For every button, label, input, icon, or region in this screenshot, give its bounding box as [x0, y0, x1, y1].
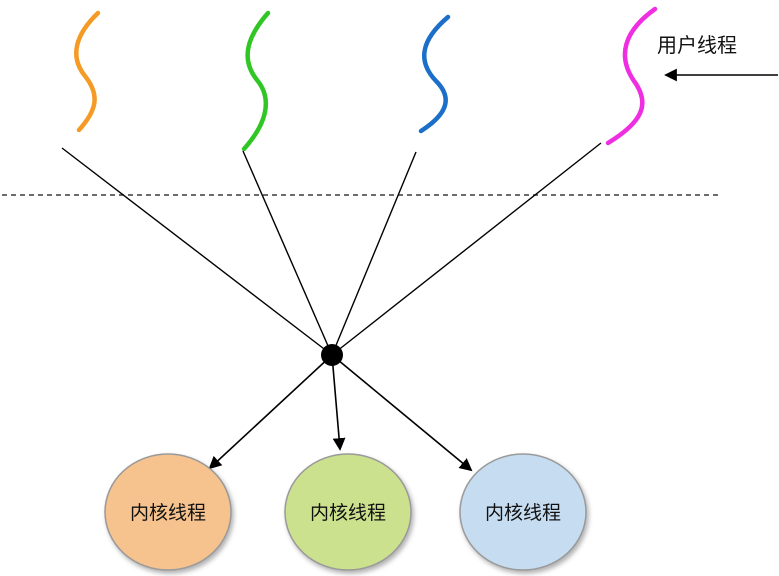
user-thread-squiggle-1 — [74, 10, 101, 133]
kernel-thread-circle-2 — [284, 453, 412, 571]
kernel-thread-node-2: 内核线程 — [284, 453, 412, 571]
kernel-thread-label-1: 内核线程 — [130, 502, 206, 524]
kernel-thread-label-3: 内核线程 — [485, 502, 561, 524]
user-thread-squiggle-3 — [418, 14, 451, 134]
kernel-thread-circle-1 — [104, 453, 232, 571]
arrow-to-kernel-thread-2 — [331, 354, 346, 451]
kernel-thread-node-3: 内核线程 — [459, 453, 587, 571]
connector-user-thread-2 — [242, 150, 333, 356]
kernel-thread-circle-3 — [459, 453, 587, 571]
arrow-to-kernel-thread-3 — [331, 354, 473, 472]
kernel-thread-node-1: 内核线程 — [104, 453, 232, 571]
connector-user-thread-3 — [331, 151, 417, 356]
user-thread-squiggle-4 — [605, 6, 658, 146]
user-thread-squiggle-2 — [241, 10, 271, 152]
kernel-thread-label-2: 内核线程 — [310, 502, 386, 524]
connector-user-thread-4 — [331, 142, 602, 356]
user-thread-label: 用户线程 — [657, 34, 737, 57]
arrow-to-kernel-thread-1 — [208, 354, 333, 470]
connector-user-thread-1 — [61, 147, 333, 356]
